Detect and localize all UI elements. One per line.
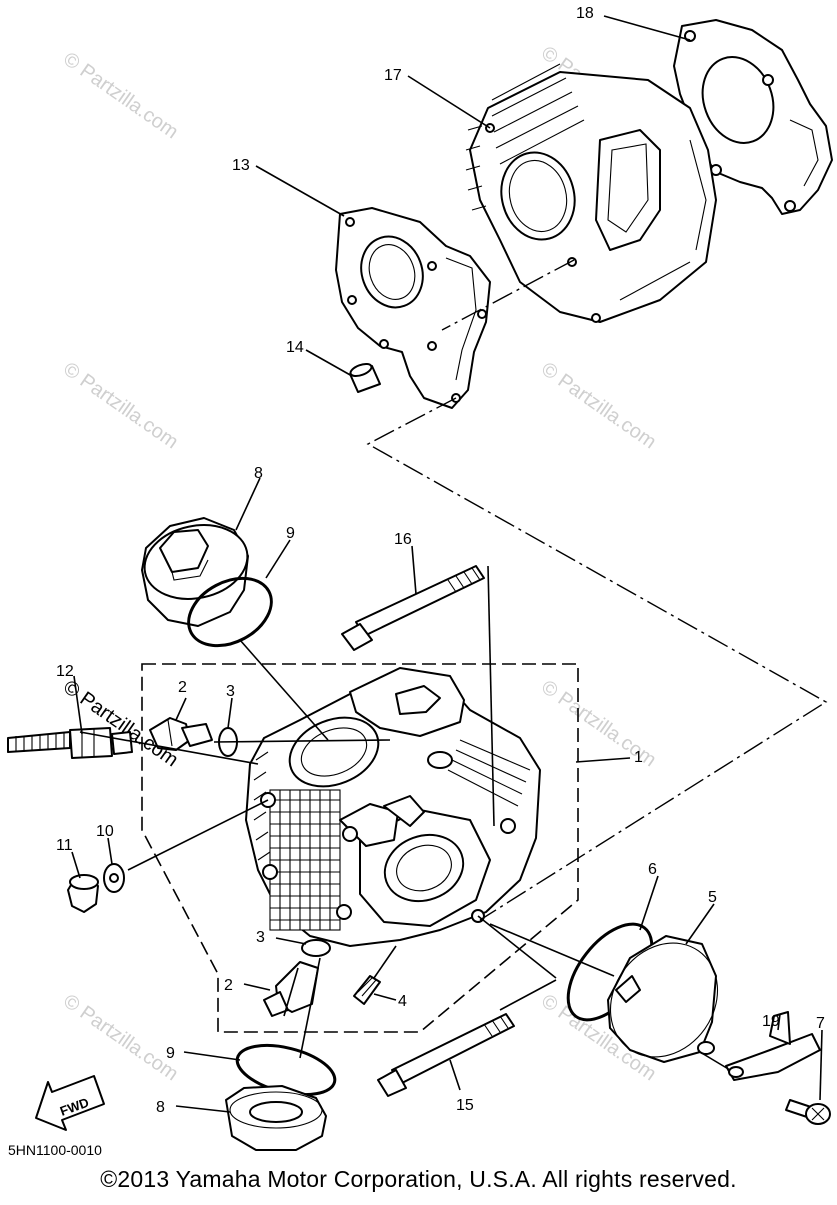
callout-9-top: 9 [286, 525, 295, 542]
callout-13: 13 [232, 157, 250, 174]
part-13-gasket [335, 207, 491, 409]
part-1-cylinder-head [245, 667, 541, 947]
part-14-dowel-pin [349, 362, 381, 393]
callout-2-upper: 2 [178, 679, 187, 696]
watermark-1: © Partzilla.com [59, 48, 182, 143]
part-19-bracket [725, 1011, 821, 1081]
callout-17: 17 [384, 67, 402, 84]
part-2-plug-upper [149, 717, 213, 751]
callout-1: 1 [634, 749, 643, 766]
leader-lines [71, 15, 823, 1113]
part-3-oring-lower [301, 939, 331, 957]
callout-15: 15 [456, 1097, 474, 1114]
part-15-bolt [377, 1013, 515, 1097]
callout-18: 18 [576, 5, 594, 22]
part-4-stud [353, 975, 381, 1005]
part-16-bolt [341, 565, 485, 651]
callout-8-top: 8 [254, 465, 263, 482]
part-2-plug-lower [263, 961, 319, 1017]
callout-16: 16 [394, 531, 412, 548]
watermark-6: © Partzilla.com [59, 990, 182, 1085]
callout-9-lower: 9 [166, 1045, 175, 1062]
callout-12: 12 [56, 663, 74, 680]
alignment-line-1 [366, 397, 828, 921]
callout-3-lower: 3 [256, 929, 265, 946]
callout-6: 6 [648, 861, 657, 878]
part-17-cylinder [465, 63, 717, 323]
callout-5: 5 [708, 889, 717, 906]
callout-8-lower: 8 [156, 1099, 165, 1116]
part-5-cover [607, 935, 719, 1063]
watermark-4: © Partzilla.com [537, 358, 660, 453]
callout-7: 7 [816, 1015, 825, 1032]
part-12-spark-plug [7, 727, 133, 759]
assembly-boundary [141, 663, 579, 1033]
part-7-screw [785, 1099, 831, 1125]
watermark-3: © Partzilla.com [59, 358, 182, 453]
callout-numbers: 18 17 13 14 8 9 16 12 2 3 1 11 10 6 5 3 … [56, 5, 825, 1116]
callout-2-lower: 2 [224, 977, 233, 994]
fwd-arrow: FWD [35, 1075, 105, 1131]
callout-11: 11 [56, 837, 73, 854]
callout-14: 14 [286, 339, 304, 356]
diagram-code: 5HN1100-0010 [8, 1142, 102, 1158]
part-9-oring-top [187, 576, 273, 648]
part-8-cap-lower [225, 1085, 327, 1151]
callout-4: 4 [398, 993, 407, 1010]
callout-10: 10 [96, 823, 114, 840]
callout-3-upper: 3 [226, 683, 235, 700]
alignment-line-2 [441, 259, 575, 331]
part-10-washer-hole [109, 873, 119, 883]
callout-19: 19 [762, 1013, 780, 1030]
part-11-cap-nut [67, 874, 99, 913]
part-8-cap-top [141, 517, 249, 627]
copyright-notice: ©2013 Yamaha Motor Corporation, U.S.A. A… [100, 1166, 737, 1192]
